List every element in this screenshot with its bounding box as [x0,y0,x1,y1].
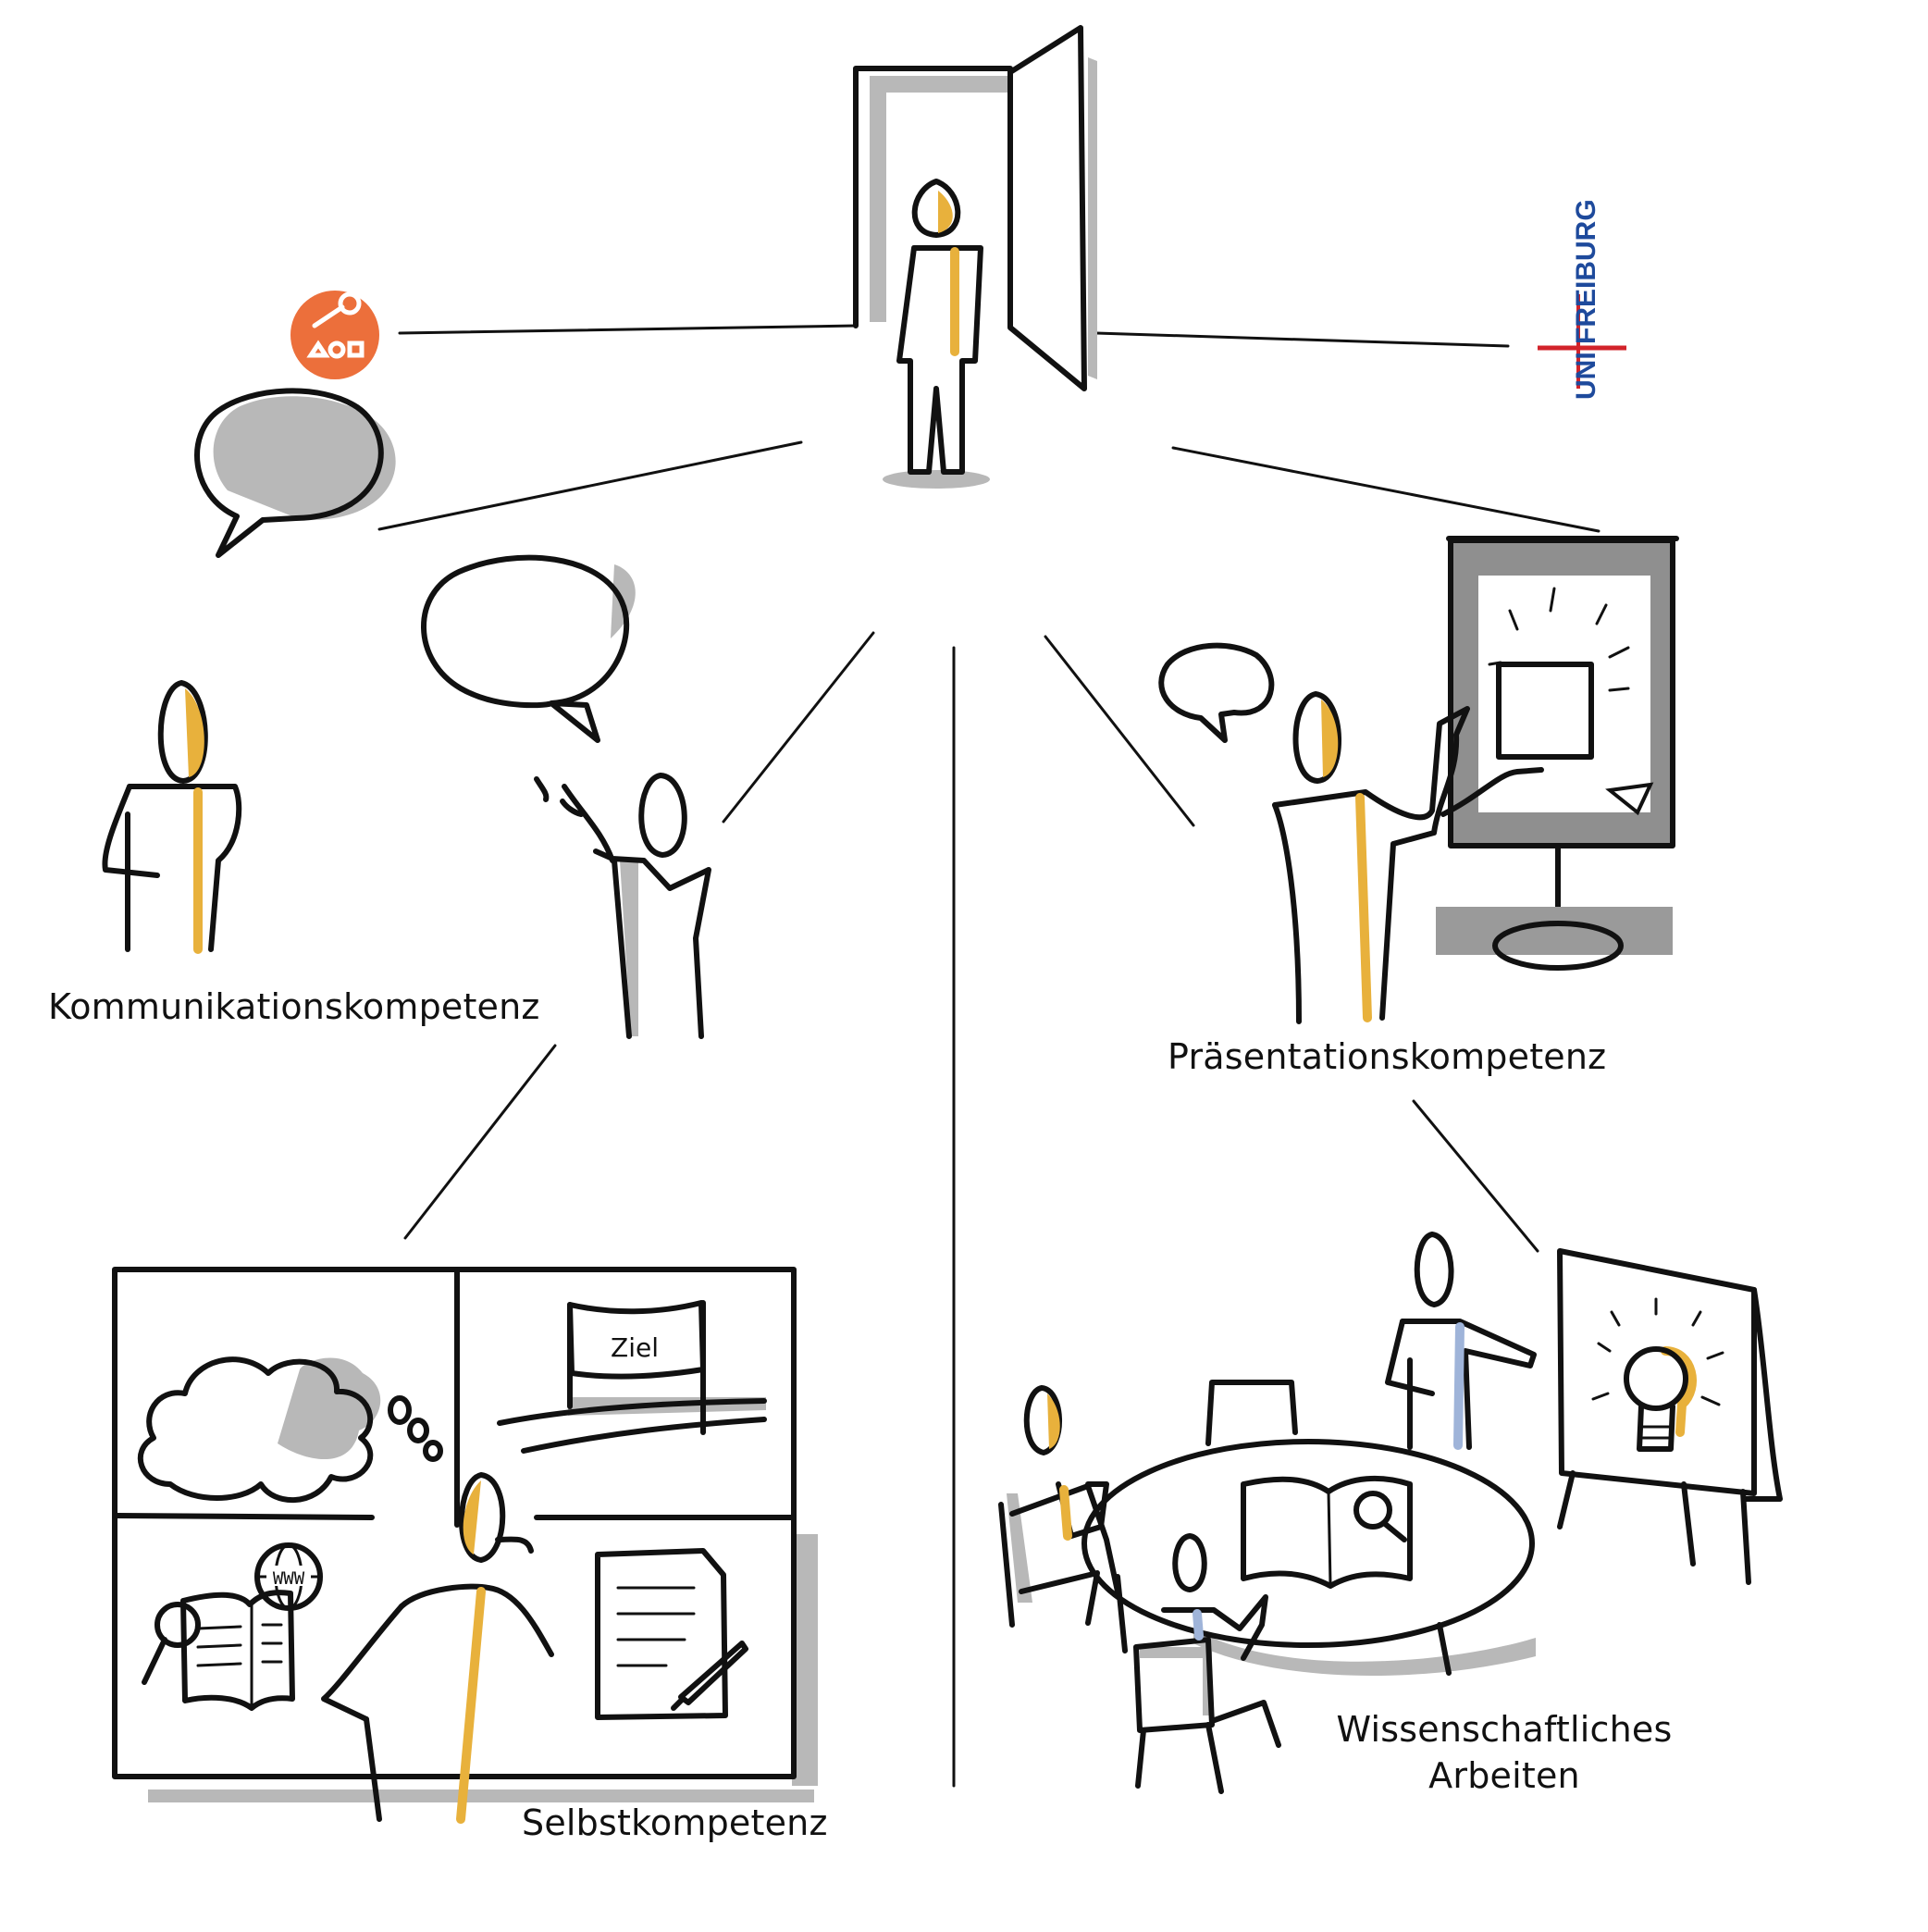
uni-freiburg-logo: UNI FREIBURG [1538,199,1626,400]
uni-logo-text: UNI FREIBURG [1571,199,1601,400]
globe-icon: WWW [254,1542,323,1611]
door-illustration [853,25,1097,489]
lightbulb-icon [1591,1297,1724,1452]
connector-lines [377,324,1600,1788]
self-competency-illustration: Ziel WWW [112,1267,818,1824]
globe-text: WWW [273,1568,305,1589]
scientific-work-illustration [998,1232,1783,1794]
research-book-icon [180,1590,295,1711]
badge-logo [290,291,379,379]
scientific-work-label-line1: Wissenschaftliches [1336,1709,1673,1750]
communication-competency-label: Kommunikationskompetenz [48,986,540,1027]
goal-banner-text: Ziel [611,1332,659,1363]
self-competency-label: Selbstkompetenz [522,1802,828,1843]
scientific-work-label: Wissenschaftliches Arbeiten [1329,1706,1680,1799]
presentation-illustration [1158,536,1679,1024]
communication-illustration [102,388,711,1039]
pencil-icon [671,1641,748,1711]
wrench-shapes-icon [306,291,365,359]
magnifier-icon [142,1602,201,1685]
presentation-competency-label: Präsentationskompetenz [1168,1036,1607,1077]
scientific-work-label-line2: Arbeiten [1428,1755,1580,1796]
document-icon [595,1548,728,1720]
open-book-icon [1241,1475,1413,1589]
person-at-door [896,179,983,475]
